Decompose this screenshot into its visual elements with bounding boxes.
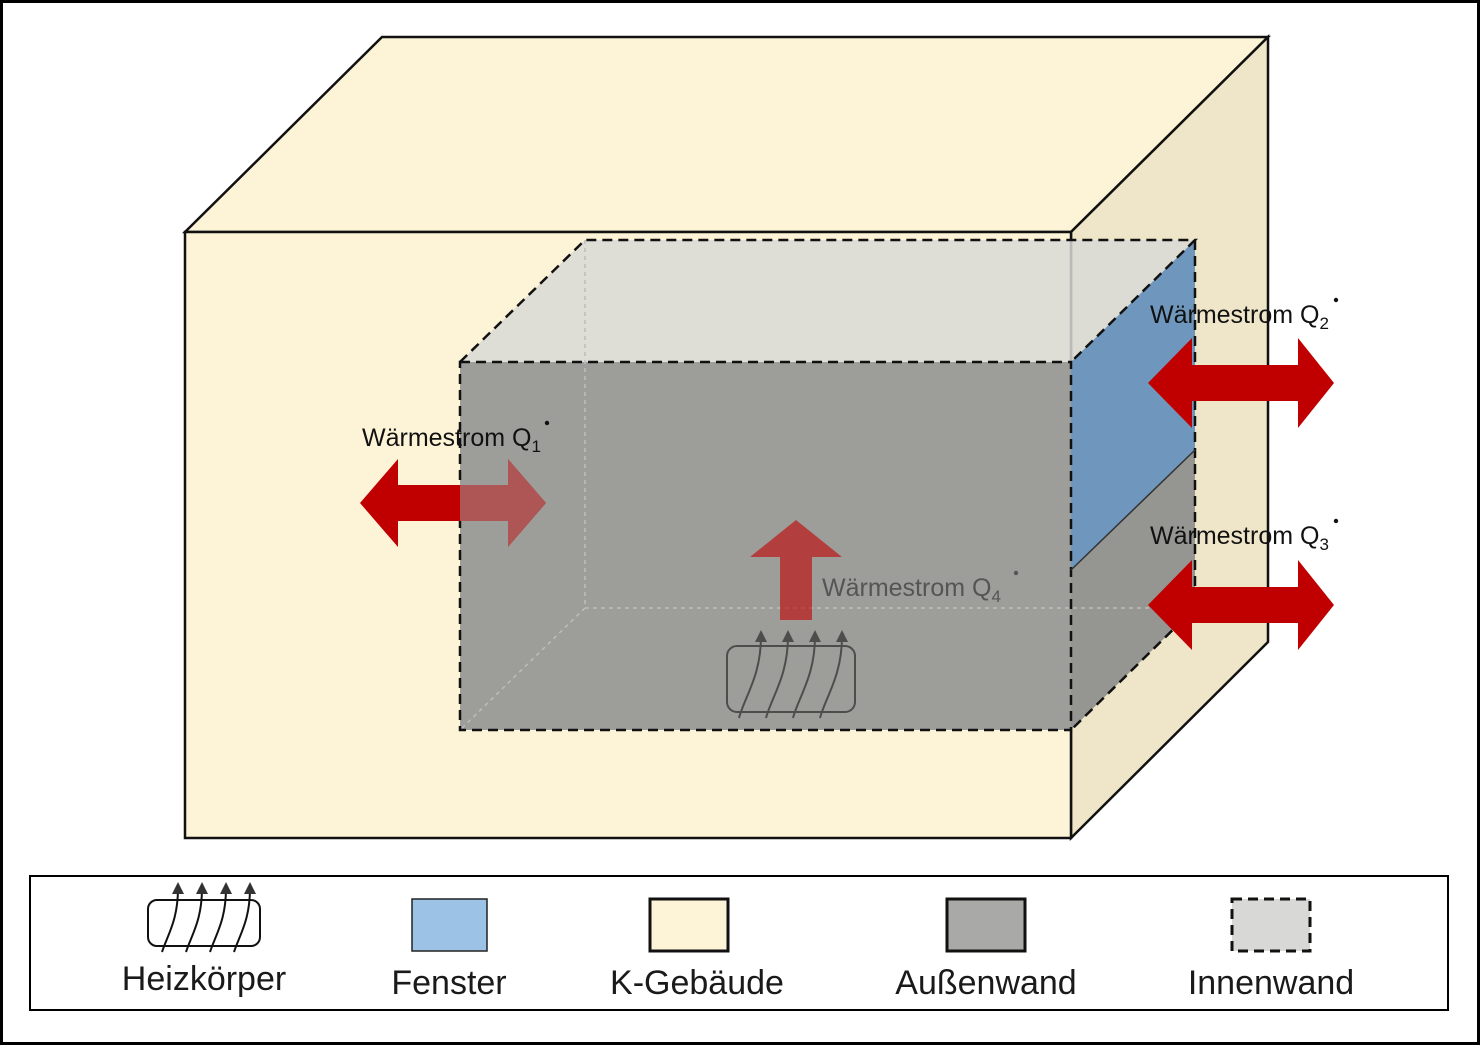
- heat-arrow-q3: [1148, 560, 1334, 650]
- outer-wall-swatch: [945, 897, 1027, 953]
- arrow-q1-overlap-shade: [460, 459, 546, 547]
- room-dashed-outline: [458, 238, 1199, 732]
- heat-arrow-q2: [1148, 338, 1334, 428]
- label-q2: Wärmestrom Q2: [1150, 297, 1339, 333]
- room-side-outer-wall: [1071, 450, 1195, 730]
- legend-item-inner-wall: Innenwand: [1188, 897, 1354, 1002]
- svg-text:Fenster: Fenster: [391, 964, 506, 1002]
- svg-text:Wärmestrom Q3: Wärmestrom Q3: [1150, 522, 1329, 554]
- room-window: [1071, 240, 1195, 570]
- window-swatch: [411, 898, 488, 952]
- legend: Heizkörper Fenster K-Gebäude Außenwand I…: [29, 875, 1449, 1011]
- room-hidden-edges: [459, 240, 1195, 731]
- heat-arrow-q4: [750, 520, 842, 620]
- svg-text:Innenwand: Innenwand: [1188, 964, 1354, 1002]
- window-edge: [1070, 449, 1196, 571]
- legend-item-outer-wall: Außenwand: [895, 897, 1077, 1002]
- legend-item-building: K-Gebäude: [610, 897, 784, 1002]
- svg-text:Wärmestrom Q2: Wärmestrom Q2: [1150, 301, 1329, 333]
- svg-text:Wärmestrom Q4: Wärmestrom Q4: [822, 574, 1001, 606]
- building-swatch: [648, 897, 730, 953]
- svg-text:Wärmestrom Q1: Wärmestrom Q1: [362, 424, 541, 456]
- label-q1: Wärmestrom Q1: [362, 420, 550, 456]
- svg-text:Heizkörper: Heizkörper: [122, 960, 286, 998]
- heater-icon: [147, 882, 261, 953]
- svg-text:Außenwand: Außenwand: [895, 964, 1076, 1002]
- legend-item-heater: Heizkörper: [122, 882, 286, 998]
- room-heater-icon: [726, 630, 856, 719]
- svg-text:K-Gebäude: K-Gebäude: [610, 964, 784, 1002]
- heat-arrow-q1: [360, 459, 546, 547]
- legend-box: [29, 875, 1449, 1011]
- label-q4: Wärmestrom Q4: [822, 570, 1019, 606]
- inner-wall-swatch: [1230, 897, 1312, 953]
- label-q3: Wärmestrom Q3: [1150, 518, 1339, 554]
- room-box: [458, 238, 1199, 732]
- room-top-face: [460, 240, 1195, 362]
- legend-item-window: Fenster: [391, 898, 507, 1002]
